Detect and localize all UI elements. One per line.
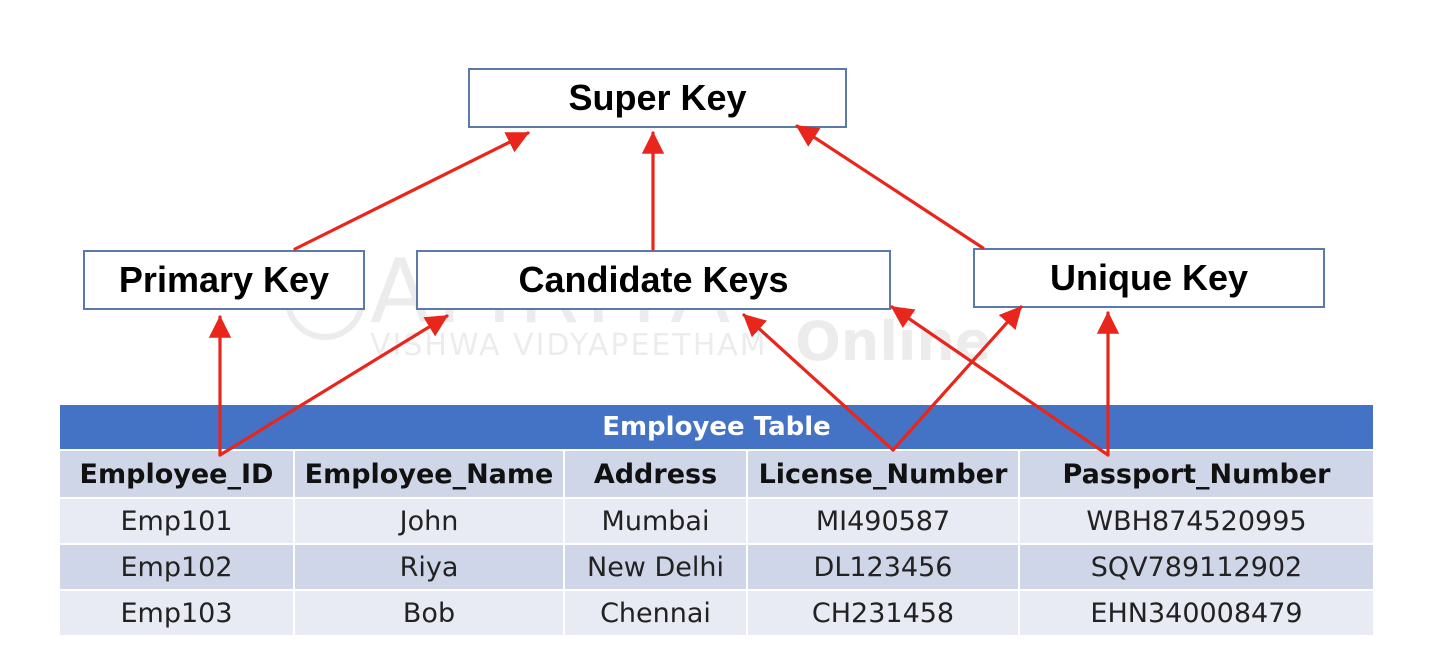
candidate-keys-label: Candidate Keys	[518, 259, 789, 300]
primary-key-box: Primary Key	[83, 250, 365, 310]
candidate-keys-box: Candidate Keys	[416, 250, 891, 310]
watermark-online: Online	[795, 310, 992, 373]
table-cell: WBH874520995	[1018, 497, 1375, 545]
header-employee-id: Employee_ID	[58, 449, 295, 499]
table-cell: MI490587	[746, 497, 1020, 545]
table-cell: EHN340008479	[1018, 589, 1375, 637]
table-row: Emp102 Riya New Delhi DL123456 SQV789112…	[58, 543, 1375, 591]
table-cell: SQV789112902	[1018, 543, 1375, 591]
table-cell: Mumbai	[563, 497, 748, 545]
header-passport-number: Passport_Number	[1018, 449, 1375, 499]
unique-key-label: Unique Key	[1049, 257, 1249, 298]
primary-key-label: Primary Key	[118, 259, 330, 300]
header-license-number: License_Number	[746, 449, 1020, 499]
watermark-sub: VISHWA VIDYAPEETHAM	[370, 328, 768, 363]
table-cell: Emp103	[58, 589, 295, 637]
super-key-box: Super Key	[468, 68, 847, 128]
unique-key-box: Unique Key	[973, 248, 1325, 308]
table-cell: Chennai	[563, 589, 748, 637]
employee-table: Employee Table Employee_ID Employee_Name…	[58, 403, 1375, 637]
table-cell: New Delhi	[563, 543, 748, 591]
super-key-label: Super Key	[568, 77, 747, 118]
header-address: Address	[563, 449, 748, 499]
table-cell: Bob	[293, 589, 565, 637]
table-cell: Emp101	[58, 497, 295, 545]
table-row: Emp101 John Mumbai MI490587 WBH874520995	[58, 497, 1375, 545]
table-cell: CH231458	[746, 589, 1020, 637]
arrow-primary-to-super	[293, 131, 530, 251]
table-caption: Employee Table	[58, 403, 1375, 451]
table-cell: Riya	[293, 543, 565, 591]
table-row: Emp103 Bob Chennai CH231458 EHN340008479	[58, 589, 1375, 637]
table-cell: John	[293, 497, 565, 545]
header-employee-name: Employee_Name	[293, 449, 565, 499]
table-cell: DL123456	[746, 543, 1020, 591]
table-cell: Emp102	[58, 543, 295, 591]
arrow-unique-to-super	[795, 124, 985, 250]
